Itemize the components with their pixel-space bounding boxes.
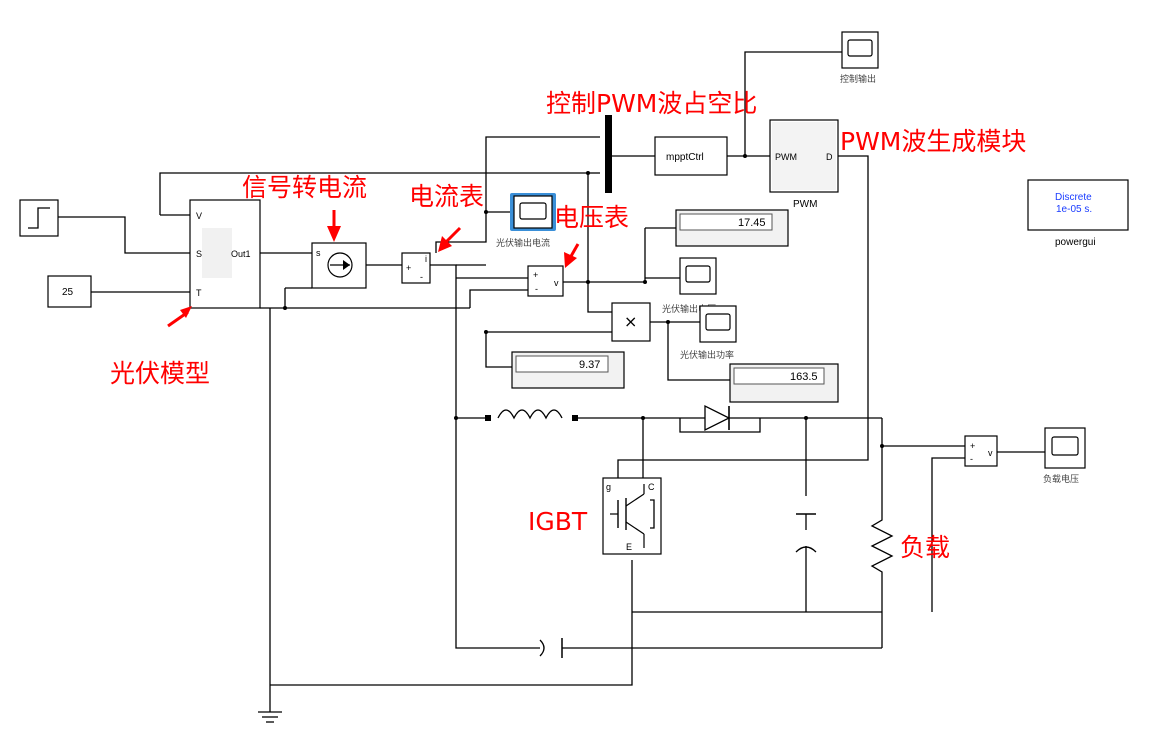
igbt-port-e: E	[626, 542, 632, 552]
controlled-current-source[interactable]: s	[311, 242, 367, 289]
input-capacitor[interactable]	[539, 638, 563, 658]
igbt-port-g: g	[606, 482, 611, 492]
powergui-line1: Discrete	[1055, 192, 1092, 203]
pwm-name: PWM	[793, 199, 817, 210]
cm-port-plus: +	[406, 263, 411, 273]
annotation-pwm-duty: 控制PWM波占空比	[546, 89, 757, 118]
constant-block[interactable]: 25	[47, 275, 92, 308]
pv-port-s: S	[196, 249, 202, 259]
scope-load-voltage[interactable]: 负载电压	[1043, 427, 1086, 485]
annotation-ammeter: 电流表	[409, 182, 484, 211]
annotation-voltmeter: 电压表	[554, 203, 629, 232]
current-measurement-block[interactable]: + i -	[401, 252, 431, 284]
display-pv-current[interactable]: 9.37	[511, 351, 625, 389]
pv-model-block[interactable]: V S T Out1	[189, 199, 261, 309]
mppt-label: mpptCtrl	[666, 152, 704, 163]
vm-port-plus: +	[533, 270, 538, 280]
igbt-block[interactable]: g C E	[602, 477, 662, 555]
pwm-generator-block[interactable]: PWM D PWM	[769, 119, 839, 210]
pv-port-out: Out1	[231, 249, 251, 259]
scope-control-label: 控制输出	[840, 73, 876, 85]
scope-pv-current-label: 光伏输出电流	[496, 237, 550, 249]
annotation-igbt: IGBT	[528, 507, 588, 536]
mux-block[interactable]	[605, 115, 612, 193]
inductor[interactable]	[485, 409, 578, 421]
scope-control-output[interactable]: 控制输出	[840, 31, 879, 85]
vm-port-minus: -	[535, 284, 538, 294]
product-symbol: ×	[624, 312, 637, 331]
scope-load-voltage-label: 负载电压	[1043, 473, 1079, 485]
pwm-port-out: D	[826, 152, 833, 162]
junction-dots	[283, 154, 884, 448]
cm-port-i: i	[425, 254, 427, 264]
diode[interactable]	[680, 404, 760, 432]
display-pv-voltage-value: 17.45	[738, 217, 766, 229]
voltage-measurement-block[interactable]: + - v	[527, 265, 564, 297]
pv-port-v: V	[196, 211, 202, 221]
display-pv-voltage[interactable]: 17.45	[675, 209, 789, 247]
display-pv-power-value: 163.5	[790, 371, 818, 383]
scope-pv-power-label: 光伏输出功率	[680, 349, 734, 361]
igbt-port-c: C	[648, 482, 655, 492]
annotation-signal-to-current: 信号转电流	[242, 173, 367, 202]
powergui-name: powergui	[1055, 237, 1096, 248]
display-pv-power[interactable]: 163.5	[729, 363, 839, 403]
load-vm-plus: +	[970, 441, 975, 451]
annotation-arrows	[167, 210, 580, 328]
vm-port-v: v	[554, 278, 559, 288]
ground-symbol	[258, 711, 282, 723]
scope-pv-current[interactable]: 光伏输出电流	[496, 193, 556, 249]
signal-wires	[58, 51, 1045, 712]
cm-port-minus: -	[420, 272, 423, 282]
load-resistor[interactable]	[870, 496, 894, 590]
pwm-port-in: PWM	[775, 152, 797, 162]
product-block[interactable]: ×	[611, 302, 651, 342]
display-pv-current-value: 9.37	[579, 359, 600, 371]
cs-port-s: s	[316, 248, 321, 258]
annotation-pwm-module: PWM波生成模块	[840, 127, 1026, 156]
load-vm-v: v	[988, 448, 993, 458]
constant-value: 25	[62, 287, 74, 298]
pv-port-t: T	[196, 288, 202, 298]
output-capacitor[interactable]	[795, 513, 817, 553]
annotation-pv-model: 光伏模型	[110, 359, 210, 388]
load-vm-minus: -	[970, 454, 973, 464]
powergui-block[interactable]: Discrete 1e-05 s. powergui	[1027, 179, 1129, 248]
mppt-ctrl-block[interactable]: mpptCtrl	[654, 136, 728, 176]
load-voltage-measurement[interactable]: + - v	[964, 435, 998, 467]
powergui-line2: 1e-05 s.	[1056, 204, 1092, 215]
scope-pv-power[interactable]: 光伏输出功率	[680, 305, 737, 361]
annotation-load: 负载	[900, 533, 950, 562]
step-block[interactable]	[19, 199, 59, 237]
